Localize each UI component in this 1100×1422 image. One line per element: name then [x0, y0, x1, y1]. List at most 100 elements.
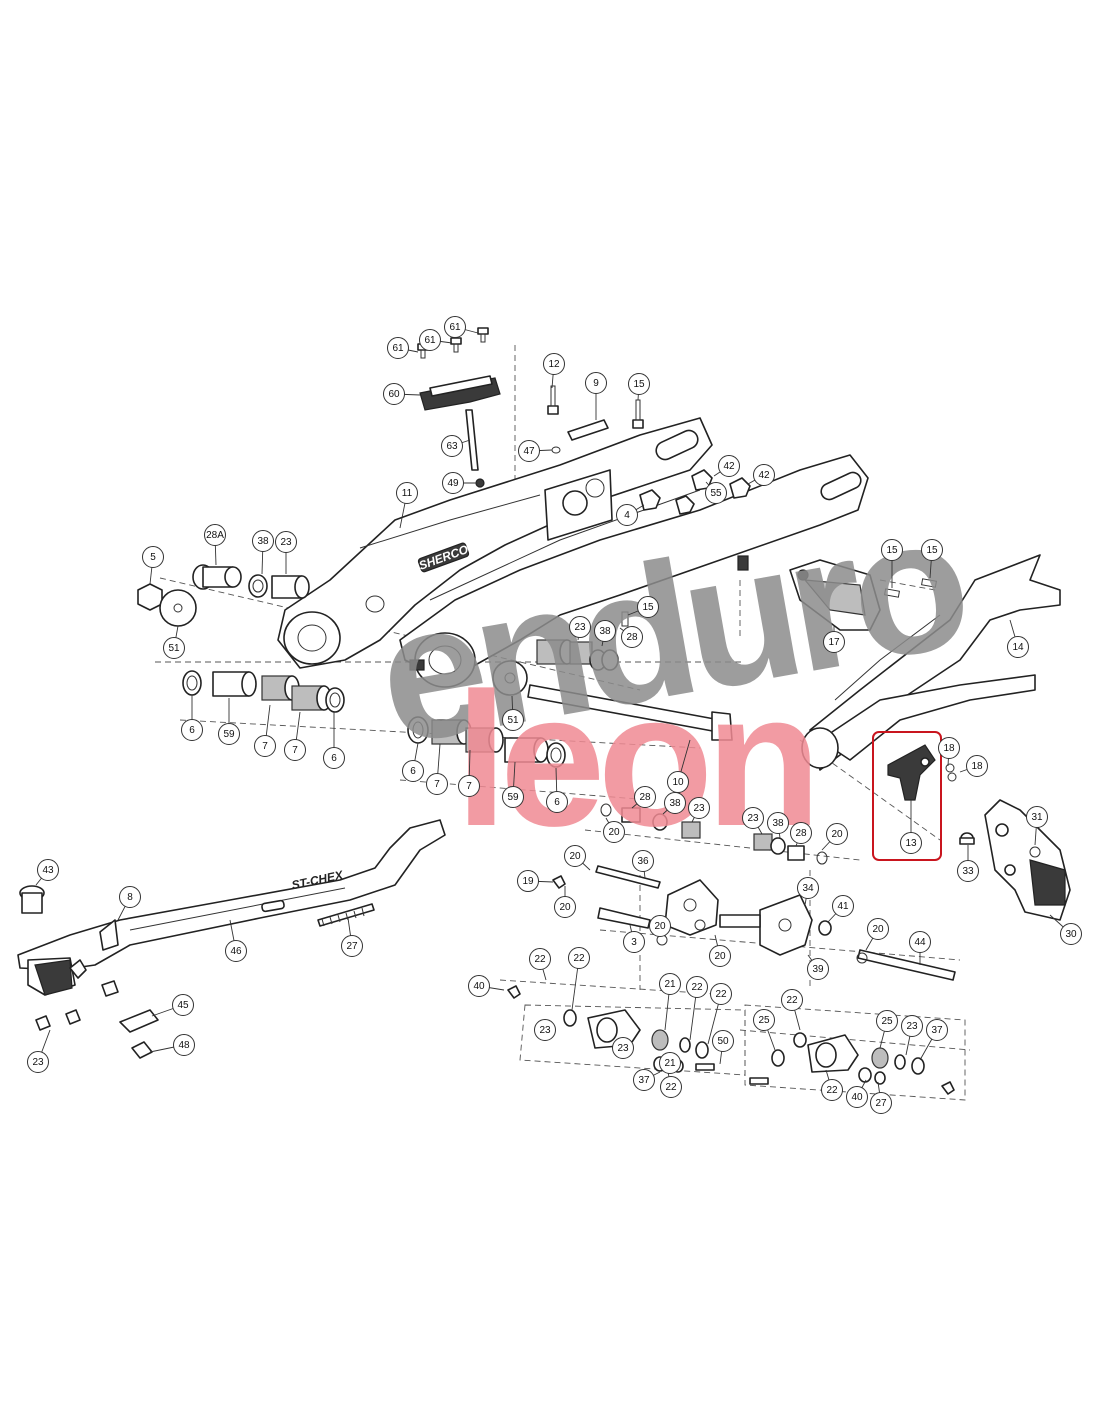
callout-label: 20 — [559, 902, 571, 913]
callout-50: 50 — [712, 1030, 734, 1052]
callout-40: 40 — [468, 975, 490, 997]
callout-13: 13 — [900, 832, 922, 854]
callout-label: 23 — [539, 1025, 551, 1036]
callout-label: 25 — [758, 1015, 770, 1026]
callout-label: 28 — [639, 792, 651, 803]
callout-label: 12 — [548, 359, 560, 370]
callout-7: 7 — [284, 739, 306, 761]
callout-label: 51 — [168, 643, 180, 654]
callout-label: 45 — [177, 1000, 189, 1011]
callout-6: 6 — [546, 791, 568, 813]
watermark-line2: leon — [455, 654, 814, 866]
callout-38: 38 — [664, 792, 686, 814]
callout-label: 6 — [410, 766, 416, 777]
callout-22: 22 — [686, 976, 708, 998]
callout-label: 7 — [262, 741, 268, 752]
callout-23: 23 — [612, 1037, 634, 1059]
callout-7: 7 — [426, 773, 448, 795]
callout-label: 20 — [714, 951, 726, 962]
callout-61: 61 — [419, 329, 441, 351]
callout-label: 41 — [837, 901, 849, 912]
callout-label: 31 — [1031, 812, 1043, 823]
callout-22: 22 — [781, 989, 803, 1011]
callout-19: 19 — [517, 870, 539, 892]
callout-label: 23 — [906, 1021, 918, 1032]
callout-label: 55 — [710, 488, 722, 499]
callout-5: 5 — [142, 546, 164, 568]
callout-12: 12 — [543, 353, 565, 375]
callout-label: 28 — [626, 632, 638, 643]
callout-label: 61 — [449, 322, 461, 333]
callout-23: 23 — [27, 1051, 49, 1073]
callout-22: 22 — [529, 948, 551, 970]
callout-22: 22 — [821, 1079, 843, 1101]
callout-label: 23 — [32, 1057, 44, 1068]
callout-28: 28 — [790, 822, 812, 844]
callout-label: 22 — [715, 989, 727, 1000]
callout-label: 14 — [1012, 642, 1024, 653]
callout-3: 3 — [623, 931, 645, 953]
callout-label: 18 — [971, 761, 983, 772]
callout-label: 50 — [717, 1036, 729, 1047]
callout-38: 38 — [594, 620, 616, 642]
callout-label: 23 — [747, 813, 759, 824]
callout-15: 15 — [628, 373, 650, 395]
callout-43: 43 — [37, 859, 59, 881]
callout-9: 9 — [585, 372, 607, 394]
callout-label: 20 — [608, 827, 620, 838]
callout-18: 18 — [938, 737, 960, 759]
callout-23: 23 — [569, 616, 591, 638]
callout-label: 37 — [931, 1025, 943, 1036]
callout-61: 61 — [444, 316, 466, 338]
callout-label: 34 — [802, 883, 814, 894]
callout-25: 25 — [753, 1009, 775, 1031]
callout-label: 38 — [669, 798, 681, 809]
callout-label: 40 — [473, 981, 485, 992]
callout-label: 43 — [42, 865, 54, 876]
callout-label: 3 — [631, 937, 637, 948]
callout-20: 20 — [709, 945, 731, 967]
chain-guide-30 — [984, 799, 1071, 921]
callout-15: 15 — [881, 539, 903, 561]
callout-label: 46 — [230, 946, 242, 957]
callout-36: 36 — [632, 850, 654, 872]
callout-label: 21 — [664, 979, 676, 990]
callout-label: 59 — [223, 729, 235, 740]
callout-55: 55 — [705, 482, 727, 504]
callout-label: 44 — [914, 937, 926, 948]
callout-46: 46 — [225, 940, 247, 962]
swingarm: SHERCO — [277, 417, 869, 688]
callout-label: 42 — [723, 461, 735, 472]
callout-28A: 28A — [204, 524, 226, 546]
callout-label: 28 — [795, 828, 807, 839]
callout-label: 42 — [758, 470, 770, 481]
callout-8: 8 — [119, 886, 141, 908]
callout-20: 20 — [603, 821, 625, 843]
callout-37: 37 — [926, 1019, 948, 1041]
callout-label: 20 — [569, 851, 581, 862]
callout-10: 10 — [667, 771, 689, 793]
callout-59: 59 — [502, 786, 524, 808]
callout-label: 20 — [872, 924, 884, 935]
callout-23: 23 — [534, 1019, 556, 1041]
callout-label: 4 — [624, 510, 630, 521]
side-stand: ST-CHEX — [17, 819, 446, 1059]
callout-label: 15 — [886, 545, 898, 556]
callout-45: 45 — [172, 994, 194, 1016]
callout-6: 6 — [323, 747, 345, 769]
callout-label: 60 — [388, 389, 400, 400]
callout-6: 6 — [402, 760, 424, 782]
callout-48: 48 — [173, 1034, 195, 1056]
callout-42: 42 — [718, 455, 740, 477]
callout-22: 22 — [568, 947, 590, 969]
callout-label: 25 — [881, 1016, 893, 1027]
callout-label: 6 — [189, 725, 195, 736]
callout-23: 23 — [275, 531, 297, 553]
callout-label: 11 — [402, 488, 413, 499]
callout-label: 22 — [534, 954, 546, 965]
callout-22: 22 — [660, 1076, 682, 1098]
callout-label: 22 — [665, 1082, 677, 1093]
callout-31: 31 — [1026, 806, 1048, 828]
callout-label: 49 — [447, 478, 459, 489]
